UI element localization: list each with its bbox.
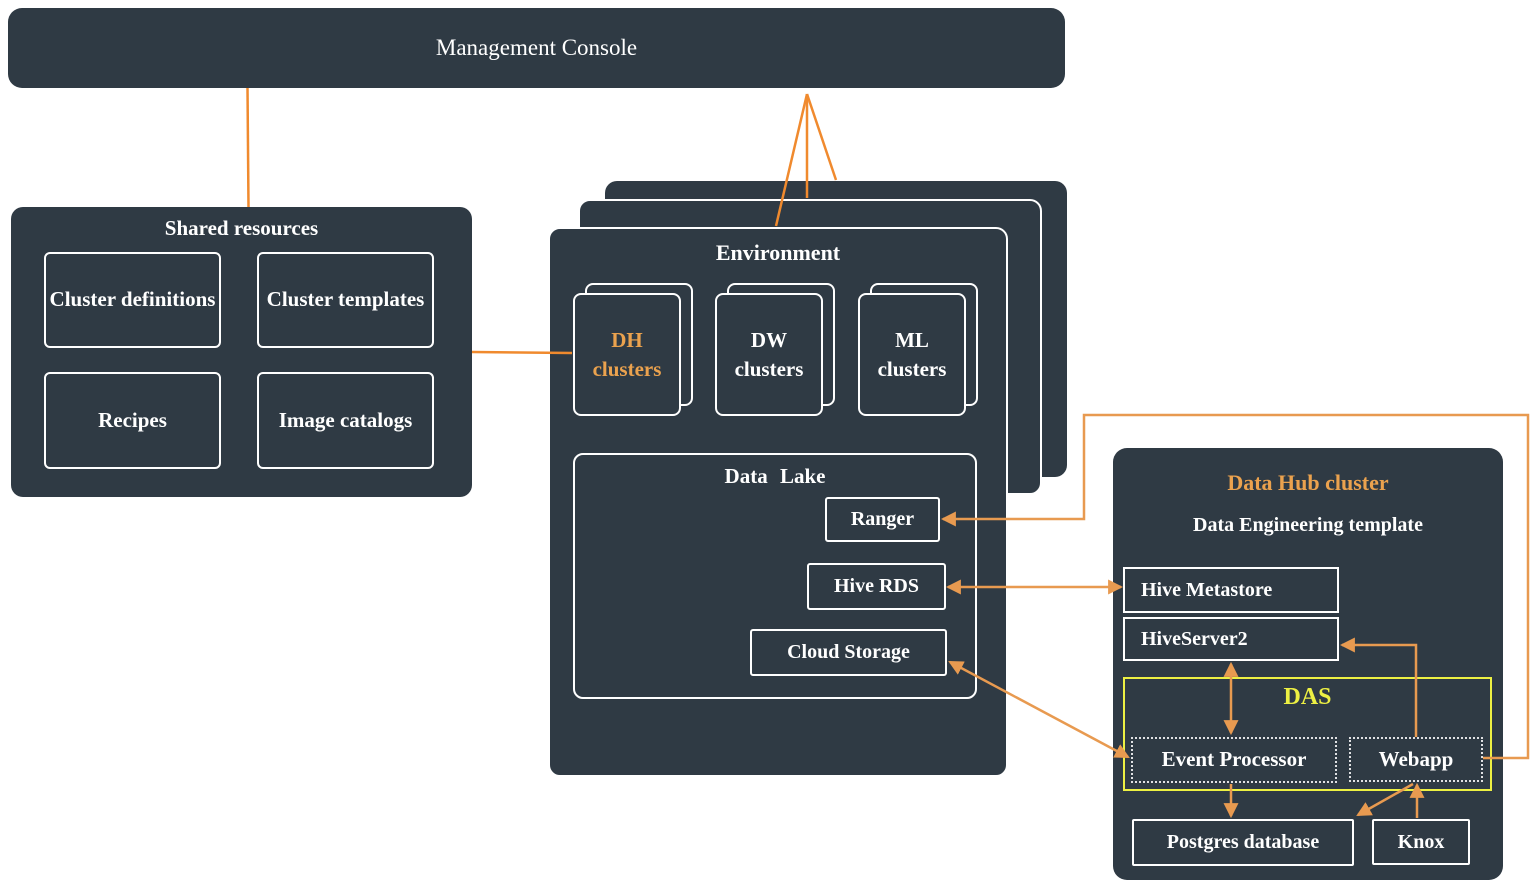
hiveserver2-box: HiveServer2 (1123, 617, 1339, 661)
cluster-templates-box: Cluster templates (257, 252, 434, 348)
dw-clusters-card: DW clusters (715, 293, 823, 416)
image-catalogs-box: Image catalogs (257, 372, 434, 469)
knox-label: Knox (1397, 830, 1445, 853)
postgres-database-label: Postgres database (1166, 831, 1320, 854)
data-lake-title: Data Lake (724, 464, 826, 488)
das-title: DAS (1283, 684, 1332, 710)
ml-clusters-label: ML clusters (877, 328, 947, 381)
cluster-definitions-label: Cluster definitions (49, 287, 216, 312)
event-processor-label: Event Processor (1161, 747, 1307, 772)
management-console-box: Management Console (8, 8, 1065, 88)
hive-rds-box: Hive RDS (807, 563, 946, 610)
hive-metastore-box: Hive Metastore (1123, 567, 1339, 613)
environment-title: Environment (715, 240, 841, 265)
shared-resources-title: Shared resources (164, 216, 319, 240)
hive-rds-label: Hive RDS (834, 575, 919, 598)
hive-metastore-label: Hive Metastore (1141, 578, 1273, 601)
data-hub-cluster-box (1113, 448, 1503, 880)
data-engineering-template-subtitle: Data Engineering template (1193, 514, 1423, 536)
ml-clusters-card: ML clusters (858, 293, 966, 416)
link-console-shared (246, 87, 250, 208)
hiveserver2-label: HiveServer2 (1141, 627, 1248, 650)
event-processor-box: Event Processor (1131, 737, 1337, 783)
cluster-definitions-box: Cluster definitions (44, 252, 221, 348)
webapp-label: Webapp (1378, 746, 1454, 771)
knox-box: Knox (1372, 819, 1470, 865)
data-hub-cluster-title: Data Hub cluster (1227, 470, 1389, 495)
dh-clusters-card: DH clusters (573, 293, 681, 416)
postgres-database-box: Postgres database (1132, 819, 1354, 866)
image-catalogs-label: Image catalogs (278, 407, 413, 432)
webapp-box: Webapp (1349, 737, 1483, 782)
shared-resources-box: Shared resources Cluster definitions Clu… (11, 207, 472, 497)
ranger-box: Ranger (825, 497, 940, 542)
recipes-label: Recipes (98, 407, 167, 432)
management-console-label: Management Console (435, 35, 638, 60)
dh-clusters-label: DH clusters (592, 328, 662, 381)
cloud-storage-label: Cloud Storage (787, 641, 910, 664)
recipes-box: Recipes (44, 372, 221, 469)
cloud-storage-box: Cloud Storage (750, 629, 947, 676)
dw-clusters-label: DW clusters (734, 328, 804, 381)
ranger-label: Ranger (850, 508, 915, 531)
link-console-env-back (805, 93, 838, 181)
cluster-templates-label: Cluster templates (266, 287, 425, 312)
